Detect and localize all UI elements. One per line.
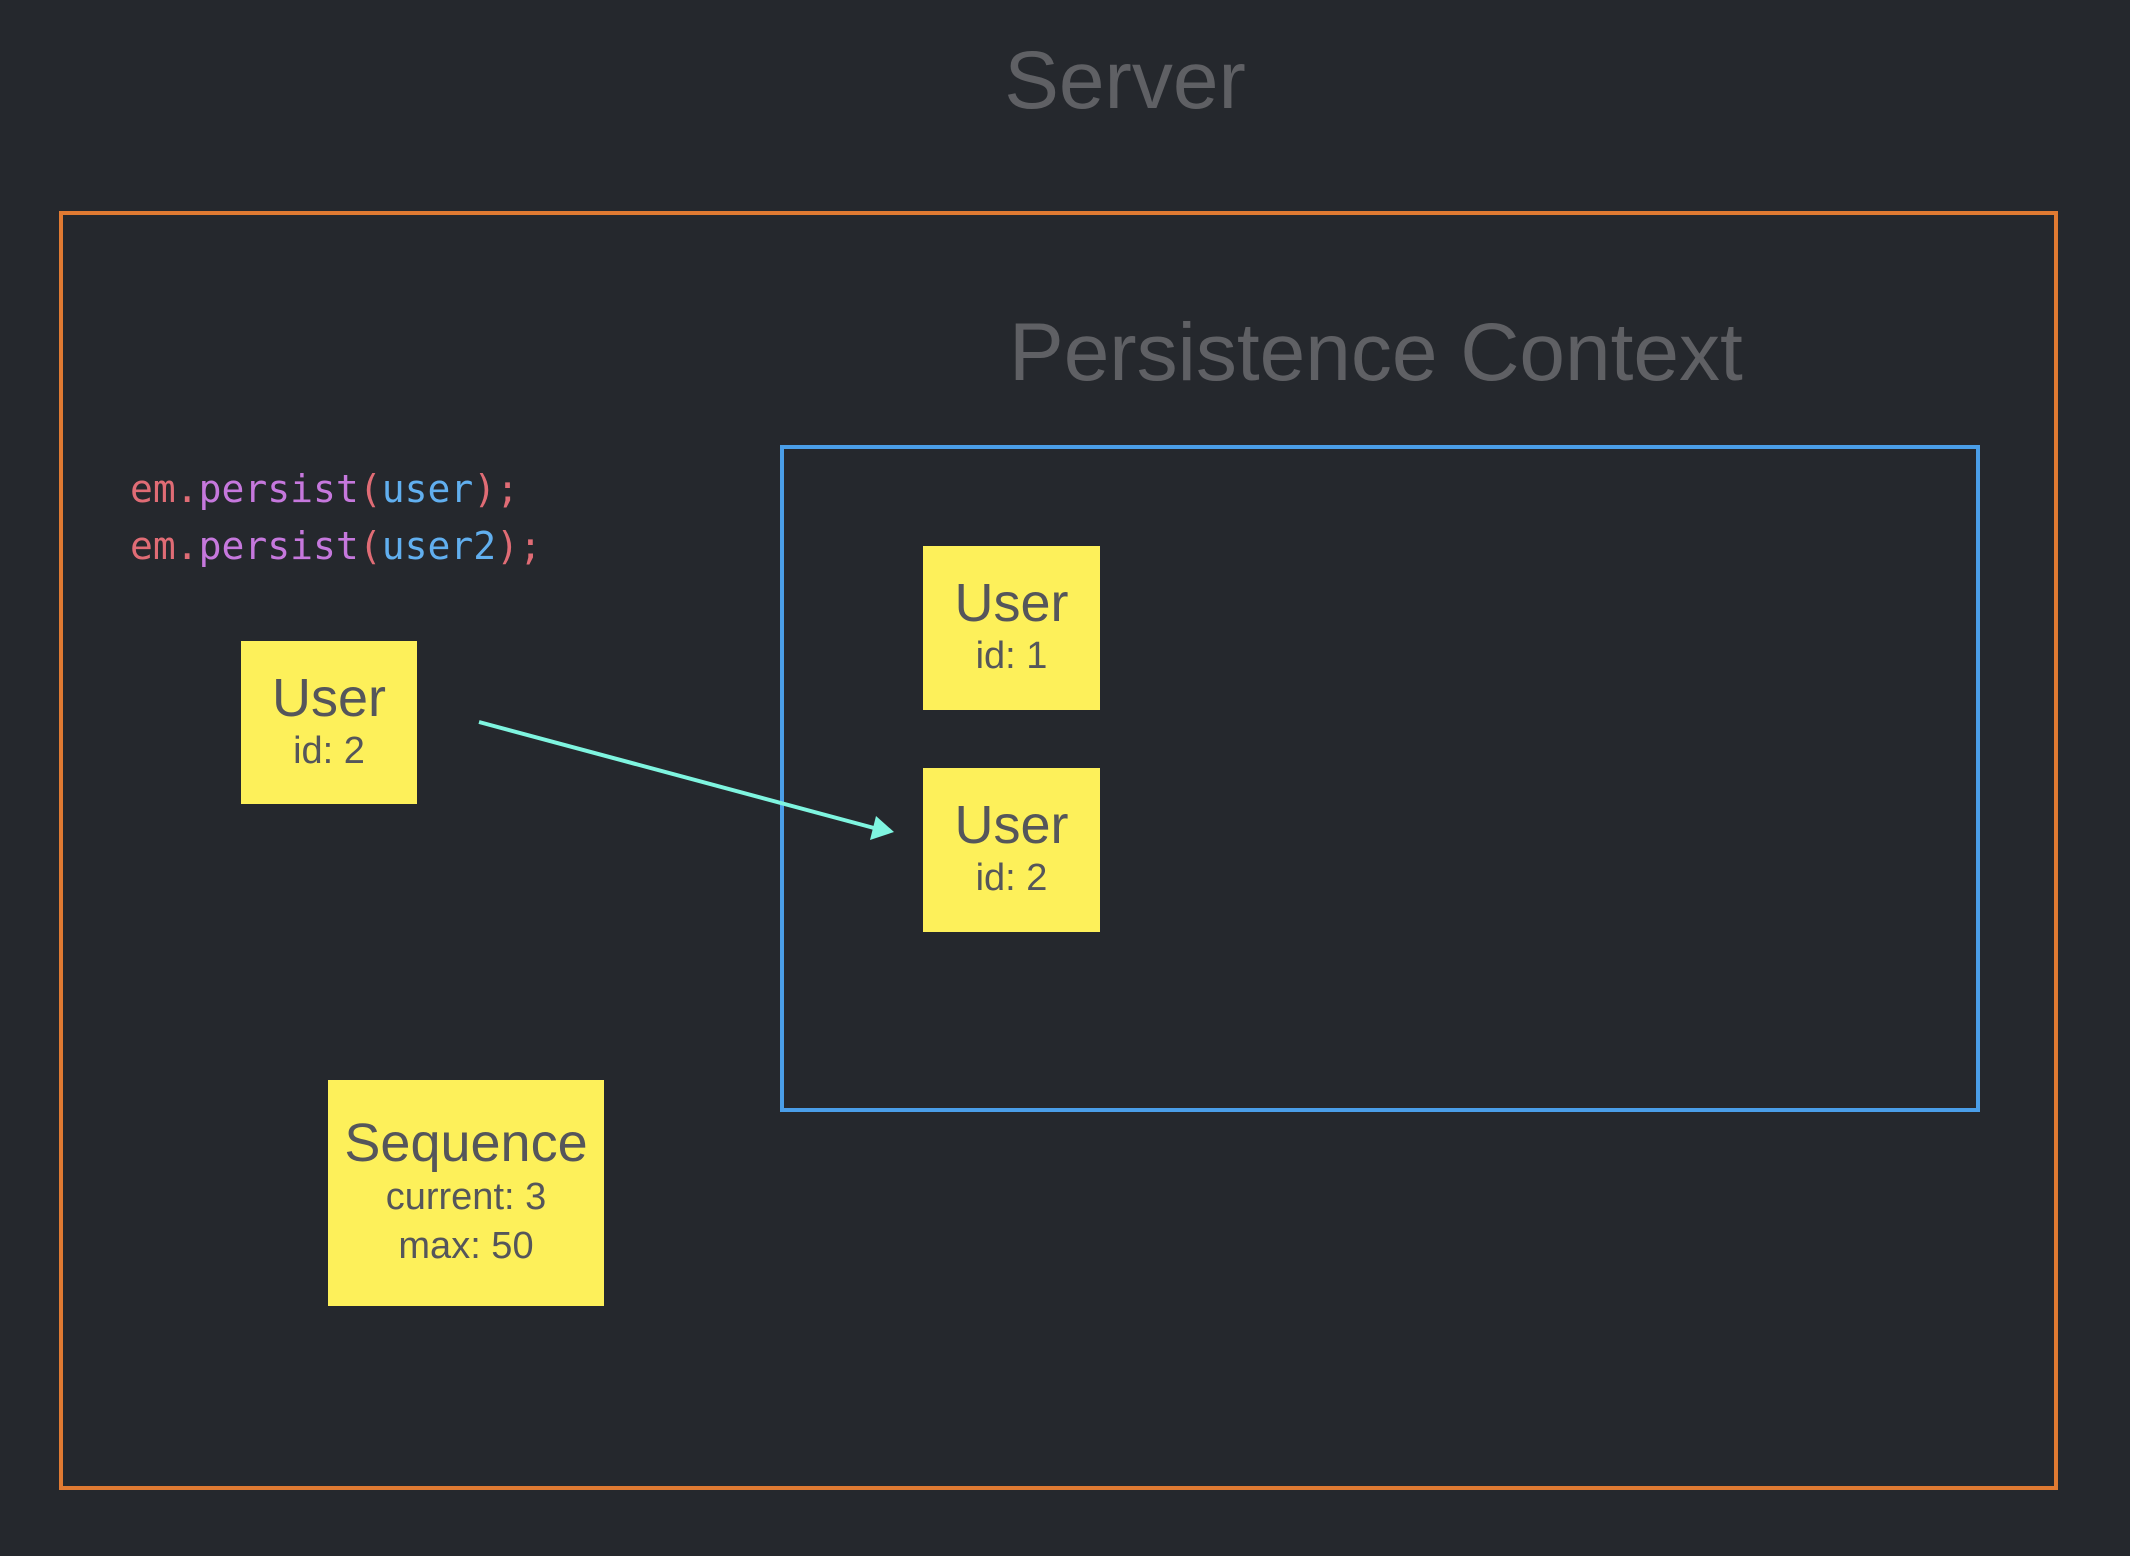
persistence-context-title: Persistence Context	[1009, 307, 1743, 398]
context-user-1-note: User id: 1	[923, 546, 1100, 710]
note-title: User	[954, 573, 1069, 634]
code-open-paren: (	[358, 524, 382, 568]
note-id: id: 2	[293, 729, 365, 772]
code-argument: user2	[381, 524, 497, 568]
sequence-note: Sequence current: 3 max: 50	[328, 1080, 604, 1306]
note-title: User	[954, 795, 1069, 856]
code-argument: user	[381, 467, 474, 511]
code-dot: .	[175, 467, 199, 511]
sequence-max: max: 50	[398, 1225, 534, 1268]
local-user-note: User id: 2	[241, 641, 417, 804]
context-user-2-note: User id: 2	[923, 768, 1100, 932]
code-object: em	[130, 467, 176, 511]
code-close: );	[496, 524, 542, 568]
note-title: User	[271, 667, 386, 728]
code-method: persist	[198, 467, 359, 511]
note-id: id: 1	[975, 635, 1048, 678]
code-dot: .	[175, 524, 199, 568]
code-close: );	[473, 467, 519, 511]
server-boundary	[59, 211, 2058, 1490]
note-id: id: 2	[975, 857, 1048, 900]
note-title: Sequence	[344, 1113, 588, 1174]
code-object: em	[130, 524, 176, 568]
code-line-persist-user2: em.persist(user2);	[130, 527, 542, 565]
server-title: Server	[1004, 35, 1246, 126]
code-line-persist-user: em.persist(user);	[130, 470, 519, 508]
code-method: persist	[198, 524, 359, 568]
sequence-current: current: 3	[385, 1175, 547, 1218]
code-open-paren: (	[358, 467, 382, 511]
